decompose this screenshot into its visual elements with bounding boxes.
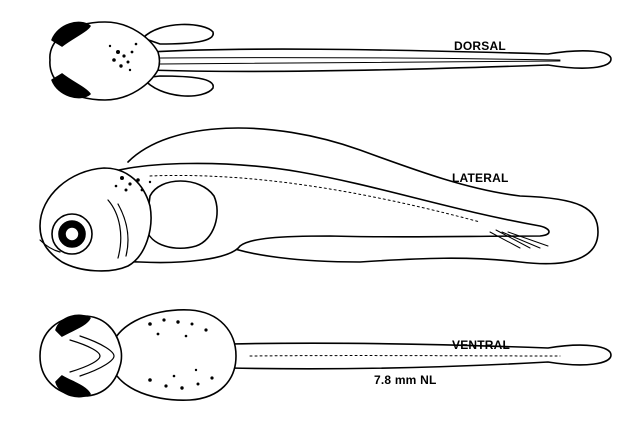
- ventral-melanophores: [148, 318, 214, 390]
- dorsal-pectoral-fin-bottom: [142, 75, 214, 97]
- dorsal-finfold: [149, 48, 612, 73]
- dorsal-melanophores: [108, 42, 138, 72]
- dorsal-view: [49, 21, 612, 101]
- lateral-line: [149, 174, 481, 223]
- dorsal-eye-bottom: [51, 73, 91, 99]
- lateral-head: [39, 167, 152, 272]
- lateral-melanophores: [114, 176, 152, 192]
- lateral-pectoral-fin: [145, 180, 218, 250]
- ventral-label: VENTRAL: [452, 338, 511, 352]
- ventral-eye-bottom: [55, 375, 91, 398]
- size-label: 7.8 mm NL: [374, 373, 437, 387]
- lateral-eye-pupil: [64, 226, 80, 242]
- lateral-mouth: [39, 239, 61, 253]
- ventral-head: [39, 315, 123, 397]
- ventral-view: [39, 309, 612, 401]
- lateral-operculum: [107, 199, 129, 259]
- dorsal-pectoral-fin-top: [142, 23, 214, 45]
- lateral-view: [39, 127, 599, 272]
- ventral-eye-top: [55, 314, 91, 337]
- ventral-arches: [69, 335, 115, 377]
- dorsal-label: DORSAL: [454, 39, 506, 53]
- lateral-label: LATERAL: [452, 171, 509, 185]
- dorsal-eye-top: [51, 21, 91, 47]
- lateral-body: [97, 162, 550, 264]
- dorsal-head: [49, 21, 161, 101]
- lateral-caudal-rays: [489, 229, 549, 249]
- ventral-body: [109, 309, 237, 401]
